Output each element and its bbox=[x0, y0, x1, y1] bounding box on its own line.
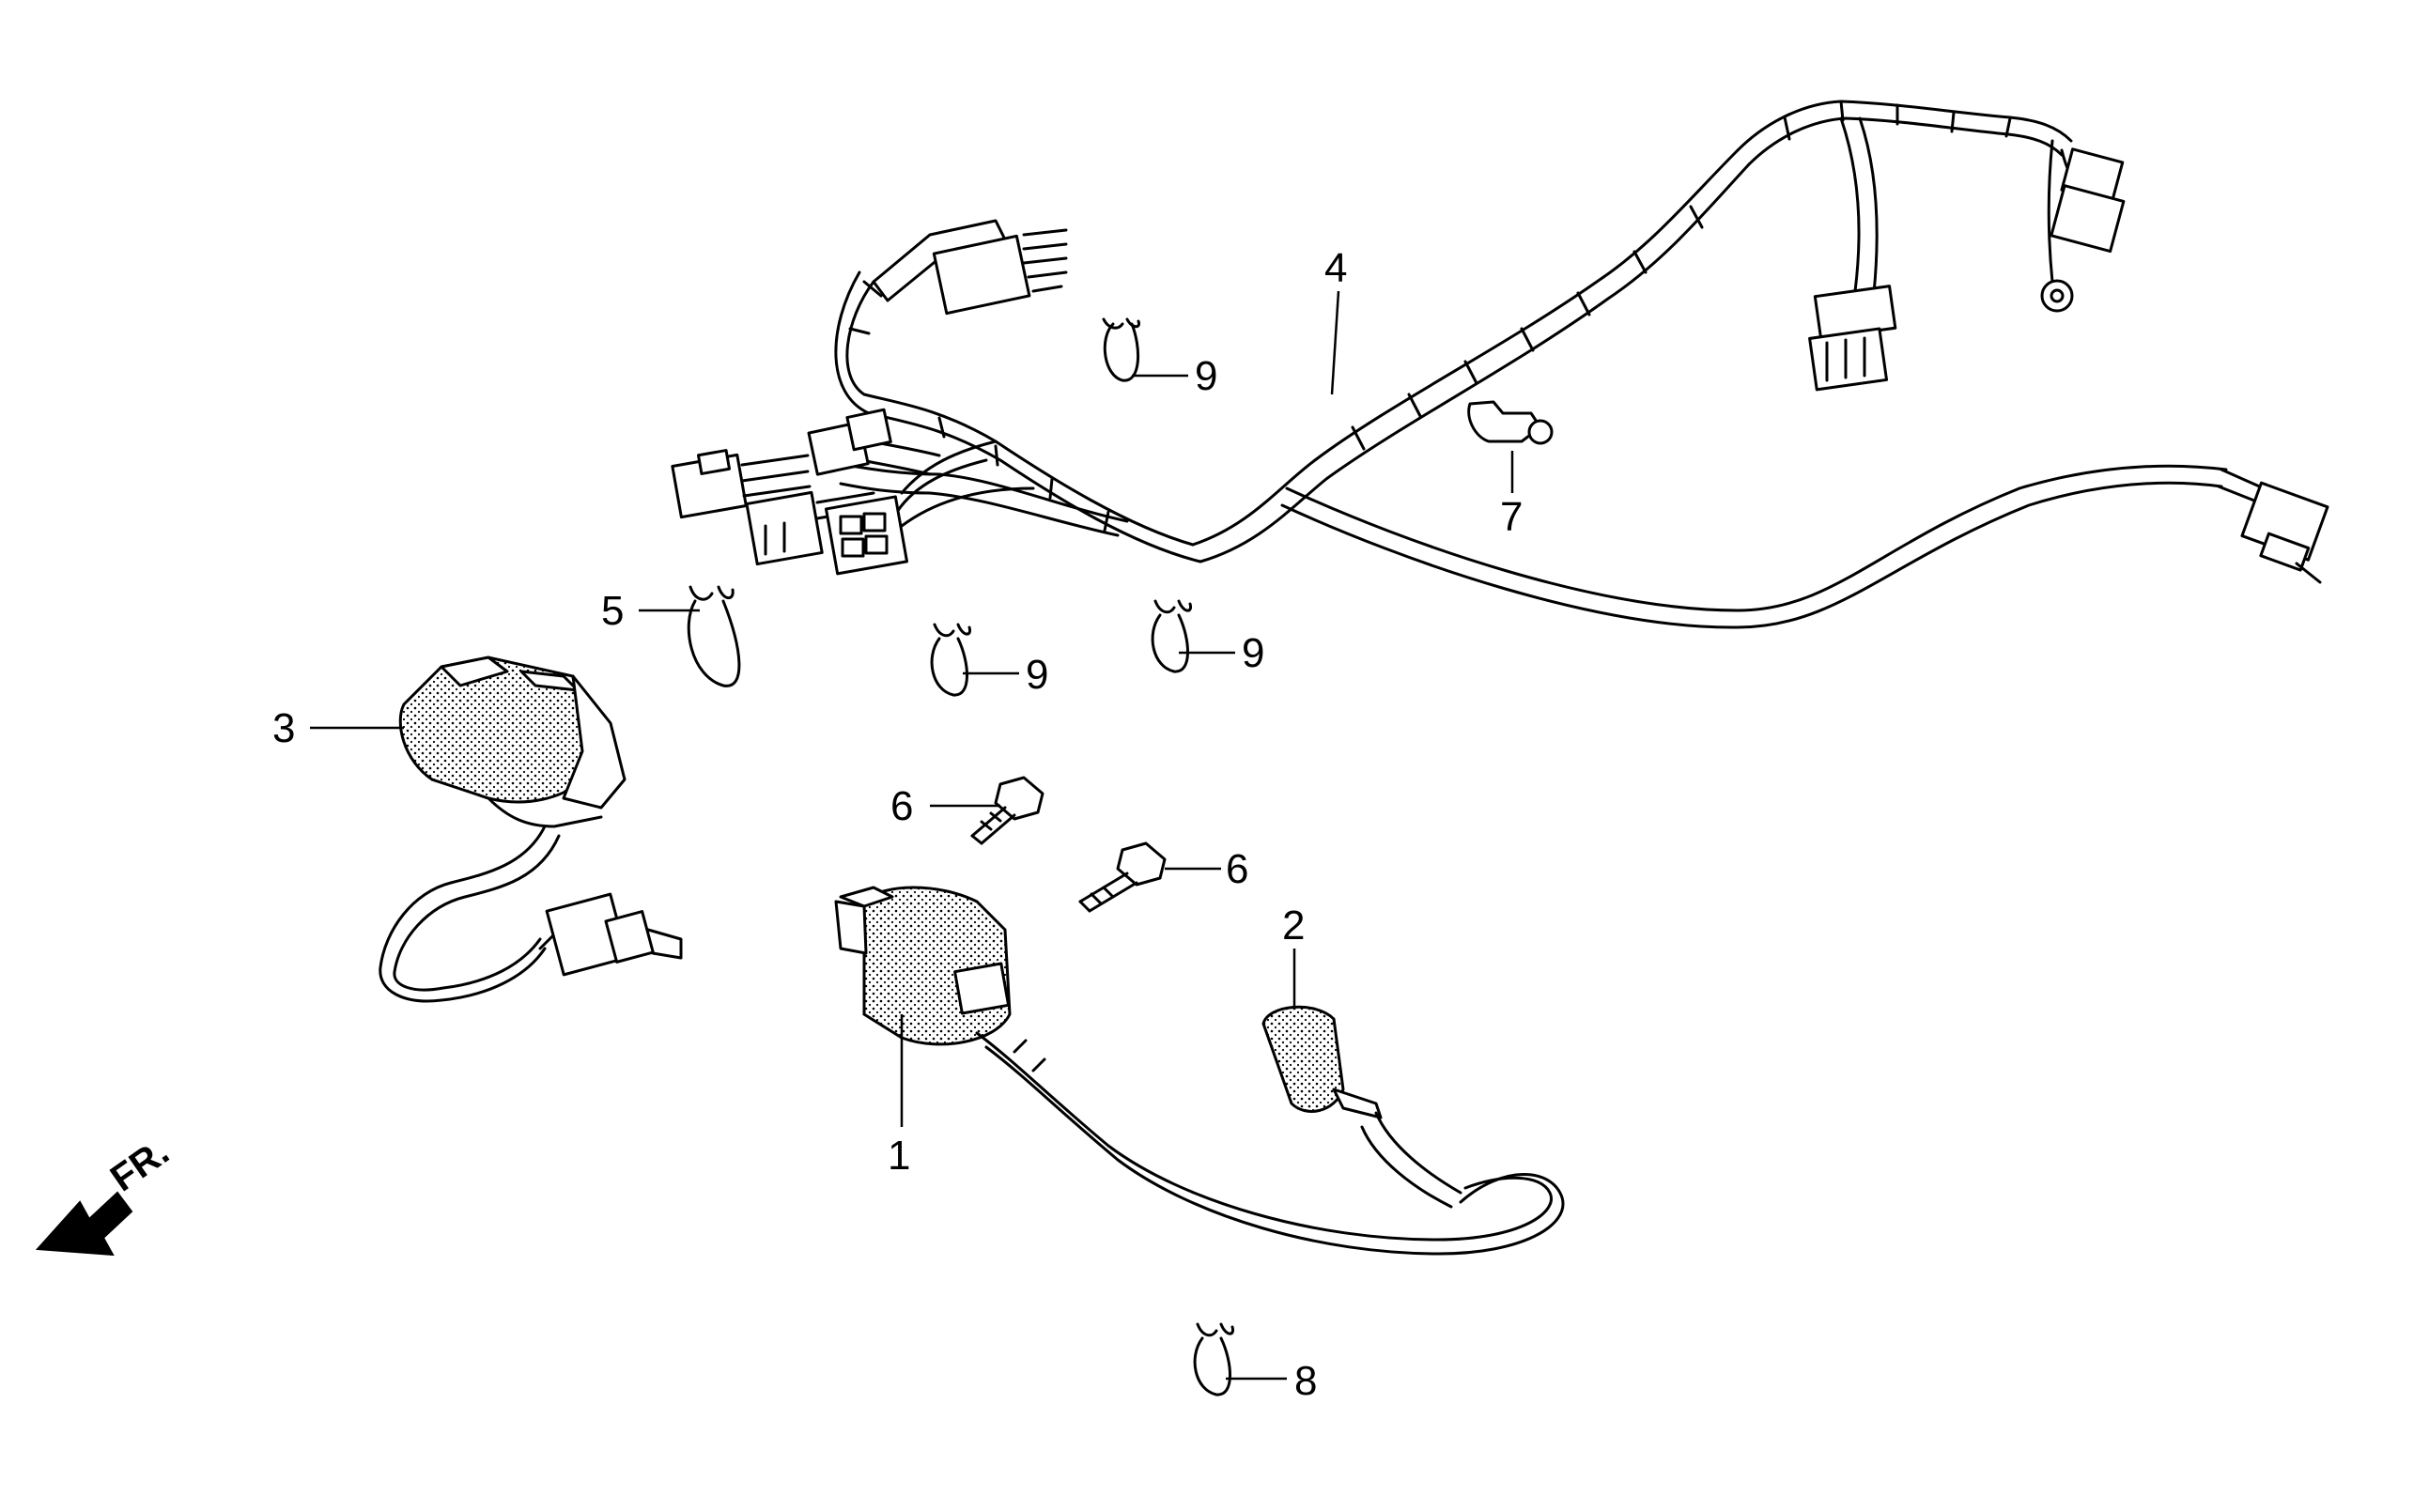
bolt-6-lower bbox=[1078, 841, 1167, 913]
unit-3 bbox=[379, 656, 683, 1003]
callout-9-right: 9 bbox=[1242, 630, 1264, 676]
callout-2: 2 bbox=[1282, 903, 1305, 949]
ignition-coil-1 bbox=[834, 886, 1565, 1256]
callout-6-lower: 6 bbox=[1226, 846, 1248, 892]
band-clip-8 bbox=[1193, 1322, 1235, 1396]
callout-8: 8 bbox=[1294, 1358, 1317, 1404]
callout-9-top: 9 bbox=[1195, 353, 1217, 399]
band-clip-9-mid bbox=[930, 623, 972, 697]
band-clip-5 bbox=[687, 585, 741, 687]
bolt-6-upper bbox=[970, 776, 1044, 845]
leader-lines bbox=[310, 290, 1514, 1381]
band-clip-9-right bbox=[1151, 599, 1193, 673]
callout-1: 1 bbox=[888, 1133, 910, 1179]
callout-4: 4 bbox=[1324, 245, 1347, 291]
callout-5: 5 bbox=[601, 588, 624, 634]
harness-clip-7 bbox=[1467, 400, 1554, 445]
callout-3: 3 bbox=[272, 705, 295, 751]
callout-6-upper: 6 bbox=[890, 783, 913, 829]
callout-9-mid: 9 bbox=[1026, 652, 1048, 698]
wire-harness bbox=[671, 100, 2329, 629]
spark-plug-cap-2 bbox=[1261, 1005, 1462, 1209]
front-direction-arrow: FR. bbox=[35, 1131, 177, 1257]
direction-label: FR. bbox=[103, 1131, 177, 1199]
callout-7: 7 bbox=[1500, 494, 1523, 540]
band-clip-9-top bbox=[1102, 317, 1141, 382]
